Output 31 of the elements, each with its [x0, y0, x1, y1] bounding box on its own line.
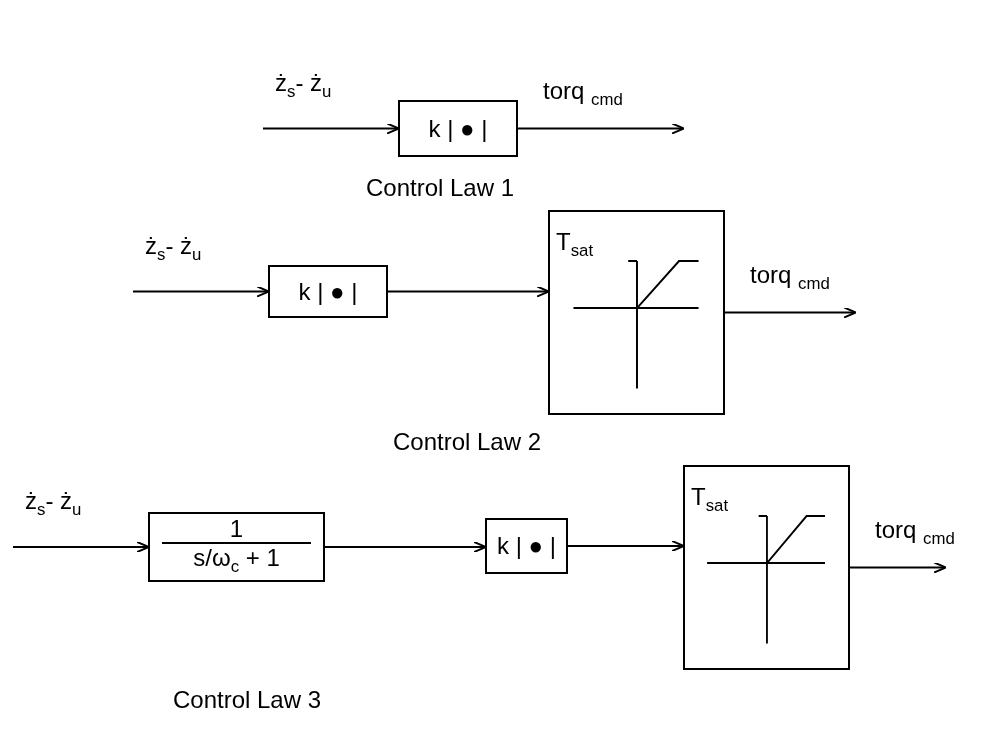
arrow [849, 561, 947, 574]
fraction-denominator: s/ω$_{c}$ + 1 [192, 546, 281, 576]
edge-label: torq $_{cmd}$ [543, 78, 623, 109]
arrow [262, 122, 400, 135]
gain-block [268, 265, 388, 318]
block-label: T$_{sat}$ [691, 485, 729, 515]
diagram-caption: Control Law 1 [365, 176, 515, 200]
edge-label: ż$_{s}$- ż$_{u}$ [25, 489, 82, 519]
gain-block [398, 100, 518, 157]
diagram-caption: Control Law 2 [392, 430, 542, 454]
block-label: k | ● | [297, 279, 359, 304]
gain-block [485, 518, 568, 574]
block-label: k | ● | [496, 534, 557, 558]
edge-label: ż$_{s}$- ż$_{u}$ [275, 70, 332, 101]
arrow [724, 306, 857, 319]
arrow [567, 540, 685, 552]
arrow [12, 541, 150, 553]
edge-label: torq $_{cmd}$ [875, 517, 955, 548]
filter-block [148, 512, 325, 582]
edge-label: ż$_{s}$- ż$_{u}$ [145, 233, 202, 264]
diagram-caption: Control Law 3 [172, 688, 322, 712]
arrow [387, 285, 550, 298]
saturation-block [548, 210, 725, 415]
saturation-block [683, 465, 850, 670]
arrow [517, 122, 685, 135]
block-label: k | ● | [427, 116, 489, 141]
fraction-numerator: 1 [228, 517, 245, 541]
arrow [324, 541, 487, 553]
edge-label: torq $_{cmd}$ [750, 262, 830, 293]
block-label: T$_{sat}$ [556, 230, 594, 260]
arrow [132, 285, 270, 298]
